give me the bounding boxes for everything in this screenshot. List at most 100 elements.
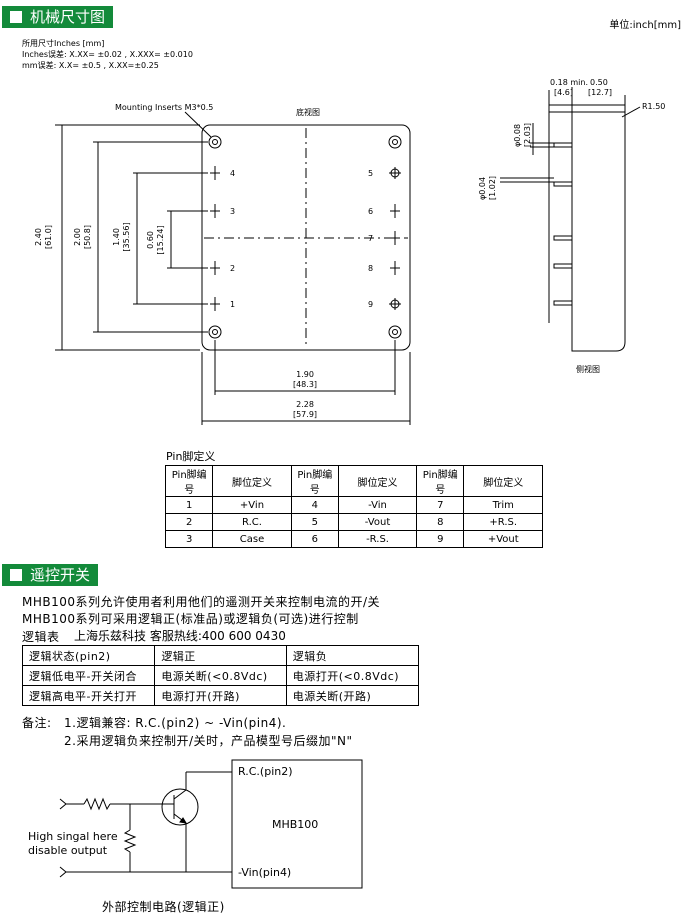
tolerance-line: 所用尺寸Inches [mm]: [22, 39, 105, 48]
dim-text: [4.6]: [554, 88, 573, 97]
side-pin: [553, 263, 573, 269]
table-header: Pin脚编号: [164, 465, 214, 497]
table-cell: +Vout: [463, 530, 543, 548]
input-arrow-icon: [59, 798, 67, 810]
table-cell: 1: [164, 496, 214, 514]
table-header: Pin脚编号: [416, 465, 465, 497]
dim-text: [57.9]: [293, 410, 317, 419]
table-cell: 电源关断(开路): [285, 685, 420, 706]
pin-marker: [210, 261, 220, 275]
circuit-caption: 外部控制电路(逻辑正): [102, 900, 225, 914]
module-outline: [201, 124, 411, 351]
table-header: 逻辑状态(pin2): [21, 645, 156, 666]
table-cell: R.C.: [212, 513, 292, 531]
table-row: 逻辑低电平-开关闭合 电源关断(<0.8Vdc) 电源打开(<0.8Vdc): [21, 665, 420, 686]
logic-table: 逻辑状态(pin2) 逻辑正 逻辑负 逻辑低电平-开关闭合 电源关断(<0.8V…: [21, 645, 420, 706]
dim-text: [48.3]: [293, 380, 317, 389]
bottom-view-drawing: Mounting Inserts M3*0.5 底视图 4 3 2 1 5 6 …: [34, 103, 411, 425]
table-row: 3 Case 6 -R.S. 9 +Vout: [164, 530, 543, 548]
table-row: 2 R.C. 5 -Vout 8 +R.S.: [164, 513, 543, 531]
table-cell: -Vin: [337, 496, 418, 514]
mounting-hole: [208, 135, 222, 149]
pin-marker: [210, 297, 220, 311]
table-cell: 4: [290, 496, 339, 514]
side-pin: [553, 142, 573, 148]
dim-text: [15.24]: [156, 225, 165, 254]
section-header-mechanical: 机械尺寸图: [2, 6, 114, 28]
table-cell: Case: [212, 530, 292, 548]
square-bullet-icon: [10, 569, 22, 581]
mounting-label: Mounting Inserts M3*0.5: [115, 103, 213, 112]
pin-marker: [210, 204, 220, 218]
dimension-1.90: [214, 340, 396, 395]
pin-table: Pin脚编号 脚位定义 Pin脚编号 脚位定义 Pin脚编号 脚位定义 1 +V…: [164, 465, 543, 548]
pin-table-title: Pin脚定义: [166, 450, 216, 463]
pin-marker: [389, 167, 401, 179]
dim-text: [50.8]: [83, 225, 92, 249]
dim-text: [12.7]: [588, 88, 612, 97]
dim-text: 2.40: [34, 228, 43, 246]
side-view-drawing: 0.18 min. [4.6] 0.50 [12.7] R1.50 φ0.08 …: [478, 78, 665, 374]
dim-text: 2.00: [73, 228, 82, 246]
dimension-1.40: [133, 172, 208, 305]
dimension-0.60: [167, 210, 208, 269]
dim-text: [35.56]: [122, 222, 131, 251]
pin-label-rc: R.C.(pin2): [238, 765, 293, 778]
table-header: 脚位定义: [337, 465, 418, 497]
pin-number: 2: [230, 264, 235, 273]
dim-text: φ0.04: [478, 177, 487, 200]
pin-marker: [210, 166, 220, 180]
table-row: 1 +Vin 4 -Vin 7 Trim: [164, 496, 543, 514]
unit-label: 单位:inch[mm]: [609, 20, 681, 31]
table-cell: -R.S.: [337, 530, 418, 548]
pin-number: 4: [230, 169, 235, 178]
signal-label: disable output: [28, 844, 108, 857]
side-pin: [553, 235, 573, 241]
pin-number: 5: [368, 169, 373, 178]
table-header-row: 逻辑状态(pin2) 逻辑正 逻辑负: [21, 645, 420, 666]
table-header: 逻辑负: [285, 645, 420, 666]
table-header: Pin脚编号: [290, 465, 339, 497]
mounting-hole: [388, 135, 402, 149]
pin-number: 1: [230, 300, 235, 309]
input-arrow-icon: [59, 866, 67, 878]
dimension-2.00: [93, 141, 208, 333]
pin-marker: [390, 261, 400, 275]
pin-number: 8: [368, 264, 373, 273]
bottom-view-label: 底视图: [296, 107, 320, 117]
dimension-2.40: [55, 124, 200, 351]
pin-number: 7: [368, 234, 373, 243]
mounting-hole: [208, 325, 222, 339]
control-circuit-diagram: R.C.(pin2) -Vin(pin4) MHB100 High singal…: [28, 759, 363, 889]
dim-text: [2.03]: [523, 123, 532, 147]
tolerance-line: mm误差: X.X= ±0.5 , X.XX=±0.25: [22, 61, 159, 70]
note-line: 2.采用逻辑负来控制开/关时，产品模型号后缀加"N": [64, 734, 353, 748]
tolerance-line: Inches误差: X.XX= ±0.02 , X.XXX= ±0.010: [22, 50, 193, 59]
remote-text-line: MHB100系列允许使用者利用他们的遥测开关来控制电流的开/关: [22, 595, 381, 609]
company-hotline: 上海乐兹科技 客服热线:400 600 0430: [74, 629, 286, 643]
pin-marker: [390, 204, 400, 218]
pin-label-vin: -Vin(pin4): [238, 866, 291, 879]
dim-text: 1.90: [296, 370, 314, 379]
table-cell: +R.S.: [463, 513, 543, 531]
pin-marker: [390, 231, 400, 245]
table-cell: 电源打开(开路): [154, 685, 287, 706]
table-header: 逻辑正: [154, 645, 287, 666]
table-cell: -Vout: [337, 513, 418, 531]
remote-text-line: MHB100系列可采用逻辑正(标准品)或逻辑负(可选)进行控制: [22, 612, 359, 626]
resistor-icon: [123, 829, 137, 853]
module-label: MHB100: [272, 818, 318, 831]
dim-text: 1.40: [112, 228, 121, 246]
table-header-row: Pin脚编号 脚位定义 Pin脚编号 脚位定义 Pin脚编号 脚位定义: [164, 465, 543, 497]
dim-text: 0.18 min.: [550, 78, 588, 87]
pin-marker: [389, 298, 401, 310]
table-cell: 2: [164, 513, 214, 531]
side-pin: [553, 300, 573, 306]
note-line: 1.逻辑兼容: R.C.(pin2) ~ -Vin(pin4).: [64, 716, 287, 730]
dim-text: 0.60: [146, 231, 155, 249]
signal-label: High singal here: [28, 830, 118, 843]
pin-number: 9: [368, 300, 373, 309]
table-cell: 7: [416, 496, 465, 514]
notes-label: 备注:: [22, 716, 52, 730]
dim-text: R1.50: [642, 102, 665, 111]
